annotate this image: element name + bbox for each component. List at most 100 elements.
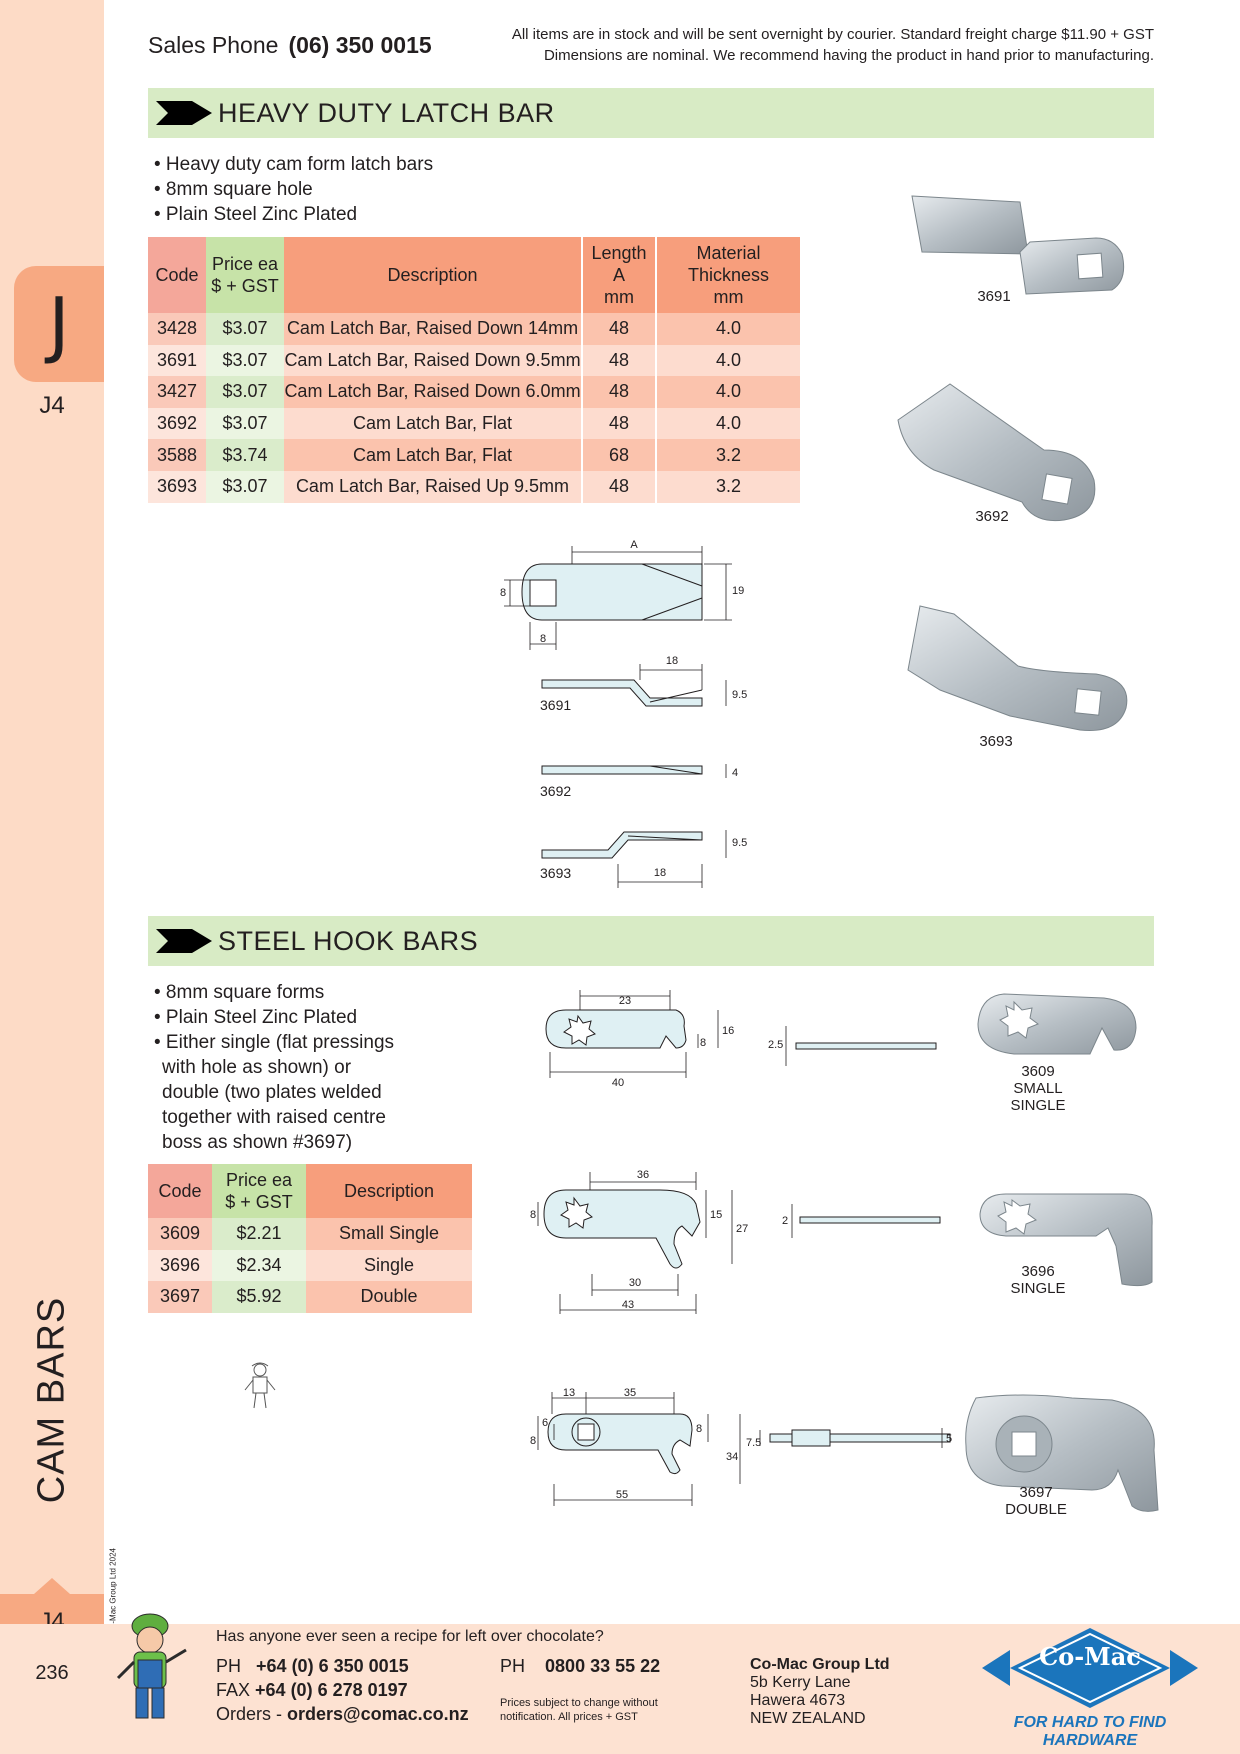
svg-text:A: A (630, 539, 638, 551)
bullet-item: • Heavy duty cam form latch bars (154, 154, 434, 175)
footer-fax-number: +64 (0) 6 278 0197 (255, 1680, 408, 1700)
svg-text:2.5: 2.5 (768, 1039, 783, 1051)
bullet-item: • Plain Steel Zinc Plated (154, 204, 358, 225)
bullet-item: • 8mm square hole (154, 179, 313, 200)
footer-tab-arrow (34, 1578, 70, 1594)
svg-text:3693: 3693 (540, 865, 571, 881)
stock-notice: All items are in stock and will be sent … (512, 24, 1154, 66)
photo-label: 3691 (977, 288, 1011, 305)
svg-text:7.5: 7.5 (746, 1437, 761, 1449)
svg-text:35: 35 (624, 1387, 636, 1399)
footer-fax: FAX +64 (0) 6 278 0197 (216, 1680, 408, 1700)
section-tab-code: J4 (39, 392, 65, 419)
section-title: STEEL HOOK BARS (218, 926, 479, 956)
comac-logo: Co-Mac FOR HARD TO FIND HARDWARE (980, 1628, 1220, 1749)
bullet-item: together with raised centre (162, 1107, 386, 1128)
svg-text:30: 30 (629, 1277, 641, 1289)
footer-phone: PH +64 (0) 6 350 0015 (216, 1656, 409, 1676)
footer-freephone-number[interactable]: 0800 33 55 22 (545, 1656, 661, 1676)
drawing-3697: 13 35 6 8 8 34 7.5 5 55 (530, 1387, 952, 1506)
side-title-text: CAM BARS (30, 1296, 73, 1504)
svg-text:40: 40 (612, 1077, 624, 1089)
photo-label: 3693 (979, 733, 1013, 750)
bullet-item: • Plain Steel Zinc Plated (154, 1007, 358, 1028)
bullet-item: • 8mm square forms (154, 982, 325, 1003)
footer-orders-email[interactable]: orders@comac.co.nz (287, 1704, 469, 1724)
col-header-description: Description (284, 237, 582, 313)
product-photo-3697 (965, 1394, 1159, 1512)
svg-text:3691: 3691 (540, 697, 571, 713)
footer-question: Has anyone ever seen a recipe for left o… (216, 1628, 604, 1645)
bullet-item: boss as shown #3697) (162, 1132, 353, 1153)
product-photo-3609 (977, 993, 1137, 1055)
product-photo-3693 (907, 605, 1128, 732)
svg-text:19: 19 (732, 585, 744, 597)
page-number: 236 (35, 1662, 69, 1684)
col-header-code: Code (148, 1164, 212, 1218)
footer-band (0, 1624, 1240, 1754)
svg-text:8: 8 (530, 1209, 536, 1221)
hook-bullets: • 8mm square forms • Plain Steel Zinc Pl… (148, 980, 394, 1155)
svg-text:8: 8 (500, 587, 506, 599)
footer-phone-number[interactable]: +64 (0) 6 350 0015 (256, 1656, 409, 1676)
svg-text:8: 8 (696, 1423, 702, 1435)
svg-text:5: 5 (946, 1433, 952, 1445)
svg-text:6: 6 (542, 1417, 548, 1429)
section-header-hook: STEEL HOOK BARS (148, 916, 1154, 966)
svg-text:4: 4 (732, 767, 738, 779)
notice-line: All items are in stock and will be sent … (511, 26, 1154, 43)
section-title: HEAVY DUTY LATCH BAR (218, 98, 555, 128)
side-title: CAM BARS (14, 1250, 90, 1550)
svg-text:36: 36 (637, 1169, 649, 1181)
col-header-price: Price ea$ + GST (206, 237, 284, 313)
svg-text:55: 55 (616, 1489, 628, 1501)
product-photo-3692 (897, 383, 1096, 522)
bullet-item: • Either single (flat pressings (154, 1032, 395, 1053)
svg-text:2: 2 (782, 1215, 788, 1227)
bullet-item: with hole as shown) or (162, 1057, 352, 1078)
hook-price-table: Code Price ea$ + GST Description 3609$2.… (148, 1164, 472, 1313)
footer-freephone: PH 0800 33 55 22 (500, 1656, 661, 1676)
product-photo-3696 (979, 1193, 1153, 1287)
arrow-icon (156, 101, 212, 125)
section-tab (14, 266, 104, 382)
col-header-code: Code (148, 237, 206, 313)
mascot-icon (116, 1613, 187, 1719)
svg-text:8: 8 (530, 1435, 536, 1447)
latch-bullets: • Heavy duty cam form latch bars • 8mm s… (148, 152, 433, 227)
notice-line: Dimensions are nominal. We recommend hav… (543, 47, 1154, 64)
svg-text:13: 13 (563, 1387, 575, 1399)
drawing-3696: 36 8 15 27 2 30 43 (530, 1169, 941, 1314)
svg-text:27: 27 (736, 1223, 748, 1235)
photo-label: 3692 (975, 508, 1009, 525)
sales-phone: Sales Phone(06) 350 0015 (148, 32, 432, 59)
svg-text:9.5: 9.5 (732, 689, 747, 701)
mascot-sketch-icon (244, 1362, 276, 1409)
svg-text:23: 23 (619, 995, 631, 1007)
svg-text:34: 34 (726, 1451, 738, 1463)
svg-text:18: 18 (666, 655, 678, 667)
svg-text:3692: 3692 (540, 783, 571, 799)
sales-number[interactable]: (06) 350 0015 (288, 32, 432, 58)
footer-orders: Orders - orders@comac.co.nz (216, 1704, 469, 1724)
svg-text:18: 18 (654, 867, 666, 879)
company-name: Co-Mac Group Ltd (750, 1656, 890, 1673)
latch-technical-drawing: A 8 19 8 18 9.5 3691 4 3692 9.5 18 3693 (500, 539, 747, 888)
col-header-price: Price ea$ + GST (212, 1164, 306, 1218)
svg-text:8: 8 (540, 633, 546, 645)
